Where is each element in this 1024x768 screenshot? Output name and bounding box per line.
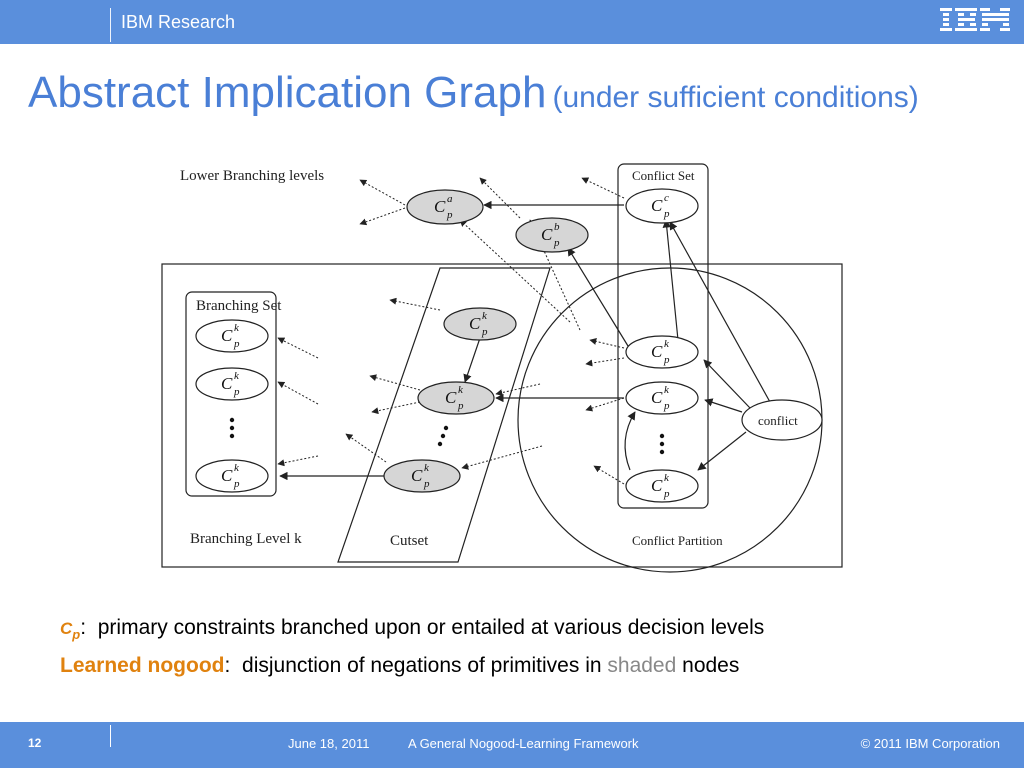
svg-text:k: k xyxy=(664,384,670,396)
legend-cp-term: C xyxy=(60,619,73,638)
svg-text:k: k xyxy=(664,338,670,350)
footer-date: June 18, 2011 xyxy=(288,736,370,751)
svg-text:k: k xyxy=(458,384,464,396)
node-branch-3: C k p xyxy=(195,459,269,493)
node-conflict-1: C k p xyxy=(625,335,699,369)
top-bar: IBM Research xyxy=(0,0,1024,44)
slide-title: Abstract Implication Graph(under suffici… xyxy=(28,68,919,118)
branching-set-box xyxy=(185,291,277,497)
svg-text:a: a xyxy=(447,193,453,205)
footer-copyright: © 2011 IBM Corporation xyxy=(860,736,1000,751)
svg-text:C: C xyxy=(651,388,663,407)
svg-text:conflict: conflict xyxy=(758,413,798,428)
svg-text:C: C xyxy=(434,197,446,216)
brand-label: IBM Research xyxy=(121,12,236,32)
svg-text:C: C xyxy=(469,314,481,333)
legend: Cp: primary constraints branched upon or… xyxy=(60,612,764,681)
svg-text:p: p xyxy=(553,237,560,249)
node-cpa: C a p xyxy=(406,189,484,225)
svg-text:k: k xyxy=(424,462,430,474)
svg-text:p: p xyxy=(446,209,453,221)
cutset-shape xyxy=(337,267,551,563)
node-cutset-top: C k p xyxy=(443,307,517,341)
svg-text:p: p xyxy=(233,478,240,490)
conflict-partition-label: Conflict Partition xyxy=(632,533,723,548)
svg-text:k: k xyxy=(664,472,670,484)
svg-text:b: b xyxy=(554,221,560,233)
footer-deck-title: A General Nogood-Learning Framework xyxy=(408,736,639,751)
svg-text:C: C xyxy=(221,374,233,393)
svg-text:C: C xyxy=(651,476,663,495)
node-branch-2: C k p xyxy=(195,367,269,401)
node-cpb: C b p xyxy=(515,217,589,253)
svg-text:C: C xyxy=(541,225,553,244)
node-cpc: C c p xyxy=(625,188,699,224)
ibm-logo-icon xyxy=(940,8,1010,31)
conflict-set-label: Conflict Set xyxy=(632,168,695,183)
branching-level-label: Branching Level k xyxy=(190,531,302,547)
svg-text:p: p xyxy=(663,354,670,366)
legend-line2-colon: : xyxy=(224,654,231,678)
page-number: 12 xyxy=(28,736,42,750)
node-cutset-mid: C k p xyxy=(417,381,495,415)
svg-text:C: C xyxy=(445,388,457,407)
svg-text:p: p xyxy=(423,478,430,490)
implication-graph-diagram: Lower Branching levels Conflict Set Bran… xyxy=(161,163,843,573)
legend-learned-nogood: Learned nogood xyxy=(60,654,225,678)
svg-text:k: k xyxy=(234,370,240,382)
legend-line-1: Cp: primary constraints branched upon or… xyxy=(60,612,764,650)
svg-text:c: c xyxy=(664,192,669,204)
footer-bar: 12 June 18, 2011 A General Nogood-Learni… xyxy=(0,722,1024,768)
svg-text:p: p xyxy=(663,208,670,220)
legend-line2-text-b: nodes xyxy=(682,654,740,678)
top-bar-separator xyxy=(110,8,111,42)
svg-text:k: k xyxy=(234,462,240,474)
branching-level-box xyxy=(161,263,843,568)
node-conflict: conflict xyxy=(741,399,823,441)
svg-text:C: C xyxy=(221,326,233,345)
legend-line-2: Learned nogood: disjunction of negations… xyxy=(60,650,764,681)
node-branch-1: C k p xyxy=(195,319,269,353)
svg-text:k: k xyxy=(482,310,488,322)
svg-text:k: k xyxy=(234,322,240,334)
node-conflict-3: C k p xyxy=(625,469,699,503)
footer-separator xyxy=(110,725,111,747)
node-cutset-bottom: C k p xyxy=(383,459,461,493)
legend-shaded-word: shaded xyxy=(607,654,677,678)
svg-text:p: p xyxy=(663,400,670,412)
svg-text:C: C xyxy=(221,466,233,485)
svg-text:C: C xyxy=(411,466,423,485)
title-main: Abstract Implication Graph xyxy=(28,68,547,117)
conflict-set-box xyxy=(617,163,709,509)
legend-cp-sub: p xyxy=(72,627,81,643)
legend-line1-text: primary constraints branched upon or ent… xyxy=(97,616,765,639)
node-conflict-2: C k p xyxy=(625,381,699,415)
svg-text:p: p xyxy=(233,386,240,398)
dotted-edges xyxy=(277,177,625,485)
svg-text:p: p xyxy=(233,338,240,350)
ellipsis-dots xyxy=(229,417,665,455)
svg-text:p: p xyxy=(663,488,670,500)
legend-line2-text-a: disjunction of negations of primitives i… xyxy=(242,654,602,678)
svg-text:C: C xyxy=(651,196,663,215)
legend-line1-colon: : xyxy=(80,616,87,639)
svg-text:p: p xyxy=(457,400,464,412)
solid-edges xyxy=(279,200,771,481)
title-sub: (under sufficient conditions) xyxy=(552,81,919,114)
lower-branching-label: Lower Branching levels xyxy=(180,168,324,184)
svg-text:C: C xyxy=(651,342,663,361)
cutset-label: Cutset xyxy=(390,533,429,549)
branching-set-label: Branching Set xyxy=(196,298,282,314)
svg-text:p: p xyxy=(481,326,488,338)
